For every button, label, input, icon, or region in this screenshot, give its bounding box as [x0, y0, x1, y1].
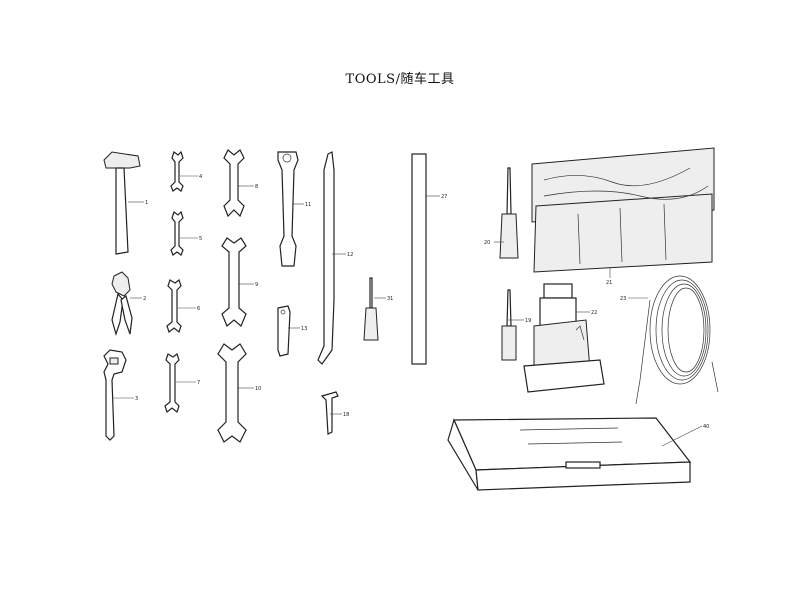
leader-lines [112, 175, 703, 447]
callout-2: 2 [143, 296, 146, 302]
double-open-wrench-9 [221, 237, 247, 327]
callout-9: 9 [255, 282, 258, 288]
callout-12: 12 [347, 252, 353, 258]
tommy-bar [277, 305, 291, 357]
air-hose [635, 275, 719, 405]
callout-5: 5 [199, 236, 202, 242]
toolbox [447, 417, 692, 491]
tool-roll [531, 147, 715, 273]
callout-11: 11 [305, 202, 311, 208]
callout-3: 3 [135, 396, 138, 402]
screwdriver-20 [499, 167, 519, 259]
double-open-wrench-10 [217, 343, 247, 443]
callout-27: 27 [441, 194, 447, 200]
callout-8: 8 [255, 184, 258, 190]
open-end-wrench-6 [166, 279, 182, 334]
callout-21: 21 [606, 280, 612, 286]
callout-20: 20 [484, 240, 490, 246]
callout-labels: 1 2 3 4 5 6 7 8 9 10 11 12 13 18 19 20 2… [135, 174, 709, 430]
callout-1: 1 [145, 200, 148, 206]
adjustable-wrench [103, 349, 127, 441]
open-end-wrench-5 [170, 210, 184, 256]
callout-10: 10 [255, 386, 261, 392]
diagram-title: TOOLS/随车工具 [345, 72, 455, 87]
extension-rod [411, 153, 427, 365]
callout-22: 22 [591, 310, 597, 316]
screwdriver-19 [501, 289, 517, 361]
allen-key [320, 391, 339, 435]
callout-4: 4 [199, 174, 202, 180]
open-end-wrench-4 [170, 150, 184, 192]
bottle-jack [523, 283, 605, 393]
callout-7: 7 [197, 380, 200, 386]
callout-23: 23 [620, 296, 626, 302]
double-open-wrench-8 [223, 149, 245, 218]
callout-19: 19 [525, 318, 531, 324]
callout-18: 18 [343, 412, 349, 418]
callout-40: 40 [703, 424, 709, 430]
pliers [111, 271, 133, 337]
open-end-wrench-7 [164, 353, 180, 414]
callout-31: 31 [387, 296, 393, 302]
hammer [103, 151, 141, 255]
callout-13: 13 [301, 326, 307, 332]
box-spanner [277, 151, 299, 267]
tyre-lever [317, 151, 335, 365]
small-screwdriver [363, 277, 379, 341]
callout-6: 6 [197, 306, 200, 312]
